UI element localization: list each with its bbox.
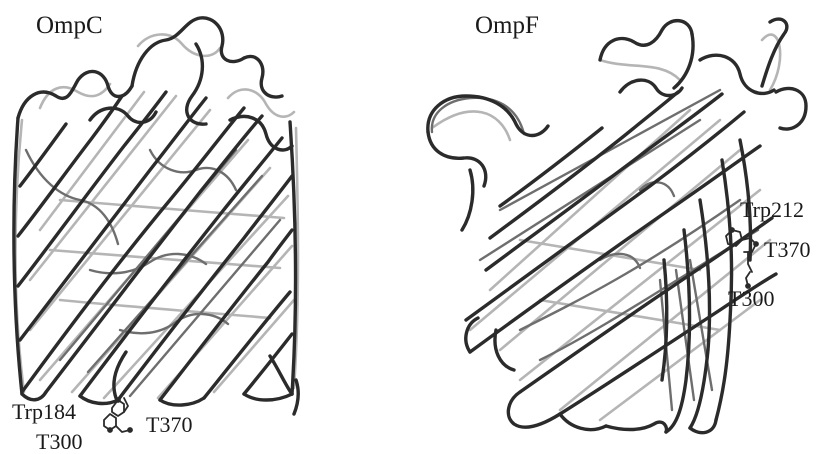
- ompc-residue-t370: T370: [146, 414, 192, 436]
- ompf-residue-t300: T300: [728, 288, 774, 310]
- ompc-barrel: [14, 18, 298, 432]
- ompc-residue-trp184: Trp184: [12, 401, 76, 423]
- ompf-residue-t370: T370: [764, 239, 810, 261]
- ompf-barrel: [428, 19, 806, 433]
- ompc-title: OmpC: [36, 13, 103, 38]
- ompf-residue-trp212: Trp212: [740, 199, 804, 221]
- ompf-barrel-dark-strands: [428, 19, 806, 433]
- ompf-barrel-mid-strands: [432, 90, 758, 410]
- ompf-title: OmpF: [475, 13, 539, 38]
